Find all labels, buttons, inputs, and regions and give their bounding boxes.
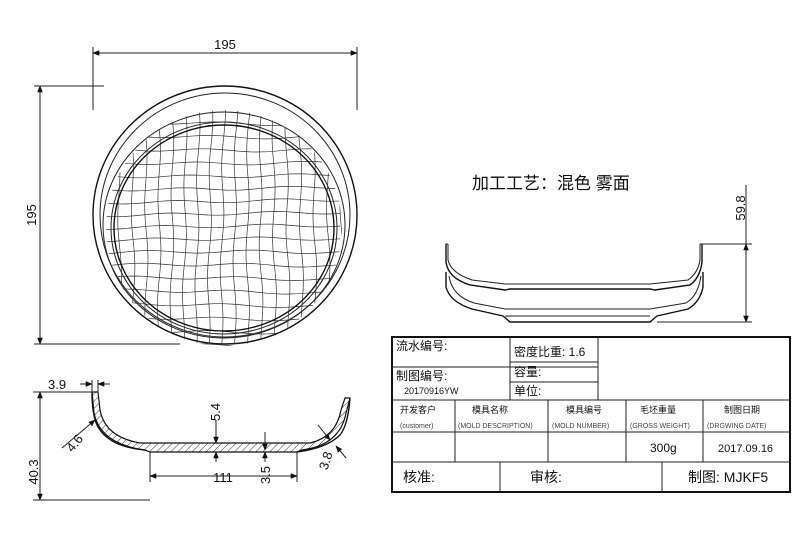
cross-section: 111 3.9 40.3 4.6 5.4 3.5 3.8	[26, 377, 351, 501]
dim-top-height: 195	[24, 204, 39, 226]
title-block: 流水编号: 密度比重: 1.6 制图编号: 20170916YW 容量: 单位:…	[391, 336, 791, 493]
mold-no-label: 模具编号	[566, 404, 602, 415]
serial-no-label: 流水编号:	[396, 338, 447, 353]
texture-line	[258, 110, 264, 345]
density-label: 密度比重: 1.6	[514, 344, 586, 359]
texture-line	[106, 173, 341, 179]
drawing-date-label: 制图日期	[724, 404, 760, 415]
capacity-label: 容量:	[514, 364, 541, 379]
texture-line	[106, 236, 341, 243]
review-label: 审核:	[530, 469, 562, 485]
top-view: 195 195	[24, 37, 358, 346]
texture-line	[115, 110, 122, 345]
mold-no-label-en: (MOLD NUMBER)	[552, 423, 609, 430]
texture-line	[106, 110, 109, 345]
dim-rim-side: 4.6	[63, 431, 86, 454]
texture-line	[106, 160, 341, 166]
texture-line	[106, 133, 341, 140]
dim-total-height: 40.3	[26, 459, 41, 484]
texture-line	[338, 110, 342, 345]
texture-line	[297, 110, 304, 345]
process-note: 加工工艺：混色 雾面	[472, 174, 630, 193]
drawing-date-value: 2017.09.16	[718, 443, 773, 455]
gross-weight-label-en: (GROSS WEIGHT)	[630, 423, 690, 430]
texture-line	[106, 198, 341, 205]
texture-line	[271, 110, 277, 344]
texture-line	[106, 249, 341, 255]
gross-weight-value: 300g	[650, 441, 677, 455]
texture-line	[106, 301, 341, 308]
drawing-date-label-en: (DRGWING DATE)	[707, 423, 766, 430]
texture-line	[232, 110, 239, 345]
dim-foot-height: 3.5	[258, 466, 273, 484]
customer-label-en: (customer)	[400, 423, 433, 430]
texture-line	[182, 110, 188, 345]
texture-line	[106, 262, 341, 268]
drawer-label: 制图: MJKF5	[688, 469, 768, 485]
dim-foot-width: 111	[213, 470, 233, 485]
texture-line	[106, 147, 341, 153]
customer-label: 开发客户	[400, 404, 436, 415]
drawing-no-value: 20170916YW	[404, 386, 459, 396]
texture-line	[245, 110, 251, 345]
texture-line	[169, 110, 175, 345]
texture-line	[207, 110, 214, 345]
dim-side-height: 59.8	[733, 195, 748, 220]
texture-line	[142, 110, 149, 345]
dim-top-width: 195	[214, 37, 236, 52]
dim-base-thickness: 5.4	[208, 403, 223, 421]
mold-desc-label: 模具名称	[472, 404, 508, 415]
texture-line	[106, 275, 341, 281]
texture-line	[106, 185, 340, 192]
texture-line	[106, 288, 341, 295]
texture-line	[284, 110, 291, 345]
dim-wall-thickness: 3.8	[316, 450, 336, 472]
texture-line	[106, 223, 341, 230]
approve-label: 核准:	[403, 469, 435, 485]
drawing-no-label: 制图编号:	[396, 368, 447, 383]
side-view: 59.8	[445, 185, 752, 323]
unit-label: 单位:	[514, 383, 541, 398]
texture-line	[106, 211, 341, 218]
dim-rim-top: 3.9	[48, 377, 66, 392]
mold-desc-label-en: (MOLD DESCRIPTION)	[458, 423, 533, 430]
gross-weight-label: 毛坯重量	[640, 404, 676, 415]
